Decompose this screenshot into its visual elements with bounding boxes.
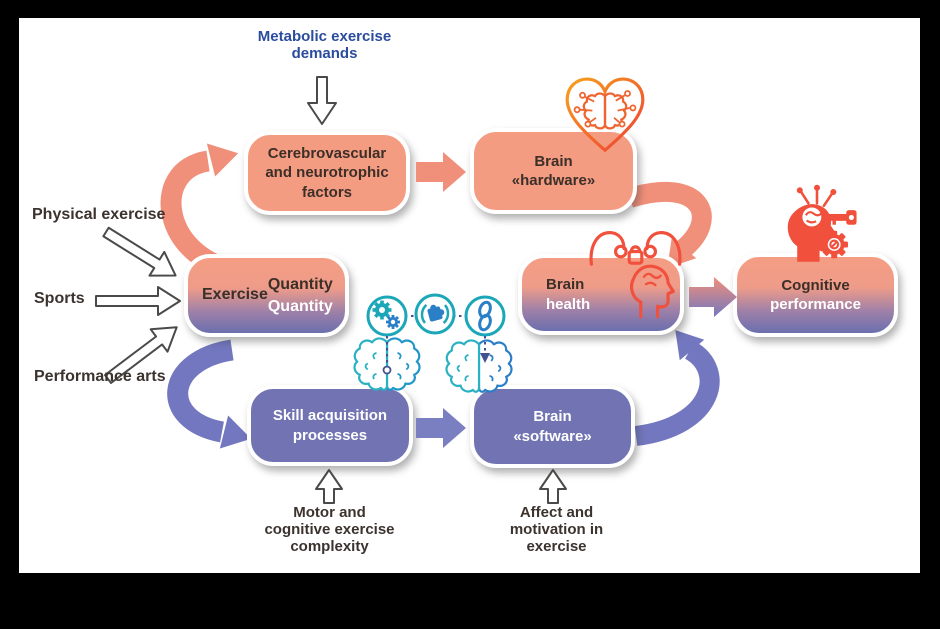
quantity-column: Quantity Quantity (268, 274, 333, 317)
exercise-label: Exercise (202, 286, 268, 304)
box-brain-software: Brain «software» (470, 385, 635, 468)
sports-label: Sports (34, 290, 85, 307)
chain-links-icon (464, 295, 506, 337)
cognitive-line1: Cognitive (781, 276, 850, 294)
motor-complexity-label: Motor and cognitive exercise complexity (264, 504, 395, 555)
quantity-light: Quantity (267, 297, 333, 315)
right-brain-icon (445, 339, 513, 393)
performance-arts-label: Performance arts (34, 368, 166, 385)
box-brain-health: Brain health (518, 254, 684, 335)
head-key-gear-icon (787, 184, 857, 262)
box-brain-hardware: Brain «hardware» (470, 128, 637, 214)
brain-health-line2: health (546, 295, 591, 313)
cognitive-line2: performance (770, 296, 861, 313)
heart-brain-circuit-icon (565, 77, 645, 153)
physical-exercise-label: Physical exercise (32, 206, 166, 223)
gears-icon (366, 295, 408, 337)
puzzle-sync-icon (414, 293, 456, 335)
box-cognitive-performance: Cognitive performance (733, 253, 898, 337)
brain-strength-head-icon (589, 231, 682, 319)
box-text: Brain «software» (513, 408, 592, 445)
box-text: Skill acquisition processes (272, 407, 388, 444)
affect-motivation-label: Affect and motivation in exercise (509, 504, 604, 555)
left-brain-icon (353, 337, 421, 391)
box-exercise-quantity: Exercise Quantity Quantity (184, 254, 349, 337)
box-skill-acquisition: Skill acquisition processes (247, 385, 413, 466)
metabolic-demands-label: Metabolic exercise demands (257, 28, 392, 62)
box-cerebrovascular-factors: Cerebrovascular and neurotrophic factors (244, 131, 410, 215)
box-text: Cerebrovascular and neurotrophic factors (265, 144, 389, 201)
quantity-dark: Quantity (267, 275, 333, 293)
box-text: Brain «hardware» (511, 152, 596, 190)
brain-health-line1: Brain (546, 276, 585, 293)
